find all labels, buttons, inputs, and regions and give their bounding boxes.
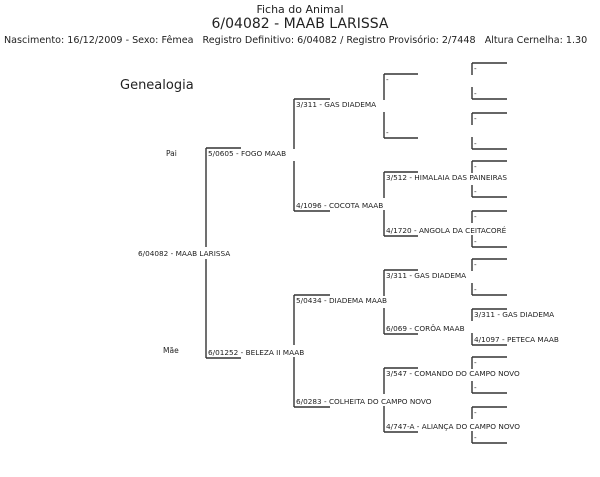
- height-info: Altura Cernelha: 1.30: [484, 35, 588, 46]
- document-title: Ficha do Animal: [256, 3, 344, 16]
- ancestor-gen5-0: -: [474, 64, 477, 73]
- ancestor-gen3-0: 3/311 - GAS DIADEMA: [296, 100, 376, 109]
- ancestor-gen5-5: -: [474, 187, 477, 196]
- ancestor-gen5-4: -: [474, 162, 477, 171]
- sire-label: Pai: [166, 149, 177, 158]
- ancestor-gen4-4: 3/311 - GAS DIADEMA: [386, 271, 466, 280]
- ancestor-gen4-0: -: [386, 75, 389, 84]
- ancestor-gen5-14: -: [474, 408, 477, 417]
- ancestor-gen3-3: 6/0283 - COLHEITA DO CAMPO NOVO: [296, 397, 432, 406]
- ancestor-gen5-15: -: [474, 433, 477, 442]
- ancestor-gen5-11: 4/1097 - PETECA MAAB: [474, 335, 559, 344]
- ancestor-gen5-12: -: [474, 358, 477, 367]
- dam-label: Mãe: [163, 346, 179, 355]
- ancestor-gen5-1: -: [474, 89, 477, 98]
- animal-details: Nascimento: 16/12/2009 - Sexo: Fêmea Reg…: [4, 35, 600, 46]
- ancestor-gen5-10: 3/311 - GAS DIADEMA: [474, 310, 554, 319]
- ancestor-gen5-8: -: [474, 260, 477, 269]
- ancestor-gen2-1: 6/01252 - BELEZA II MAAB: [208, 348, 304, 357]
- animal-name: 6/04082 - MAAB LARISSA: [211, 16, 389, 32]
- ancestor-gen3-1: 4/1096 - COCOTA MAAB: [296, 201, 383, 210]
- ancestor-gen5-6: -: [474, 212, 477, 221]
- ancestor-gen5-13: -: [474, 383, 477, 392]
- section-title: Genealogia: [120, 78, 194, 93]
- ancestor-gen4-2: 3/512 - HIMALAIA DAS PAINEIRAS: [386, 173, 507, 182]
- ancestor-gen5-7: -: [474, 237, 477, 246]
- ancestor-gen3-2: 5/0434 - DIADEMA MAAB: [296, 296, 387, 305]
- ancestor-gen4-1: -: [386, 128, 389, 137]
- ancestor-gen5-3: -: [474, 139, 477, 148]
- ancestor-gen5-2: -: [474, 114, 477, 123]
- ancestor-gen4-7: 4/747-A - ALIANÇA DO CAMPO NOVO: [386, 422, 520, 431]
- ancestor-gen5-9: -: [474, 285, 477, 294]
- subject-name: 6/04082 - MAAB LARISSA: [138, 249, 230, 258]
- ancestor-gen4-6: 3/547 - COMANDO DO CAMPO NOVO: [386, 369, 520, 378]
- birth-info: Nascimento: 16/12/2009 - Sexo: Fêmea: [4, 35, 194, 46]
- ancestor-gen2-0: 5/0605 - FOGO MAAB: [208, 149, 286, 158]
- ancestor-gen4-5: 6/069 - CORÔA MAAB: [386, 324, 465, 333]
- registry-info: Registro Definitivo: 6/04082 / Registro …: [202, 35, 476, 46]
- ancestor-gen4-3: 4/1720 - ANGOLA DA CEITACORÉ: [386, 226, 507, 235]
